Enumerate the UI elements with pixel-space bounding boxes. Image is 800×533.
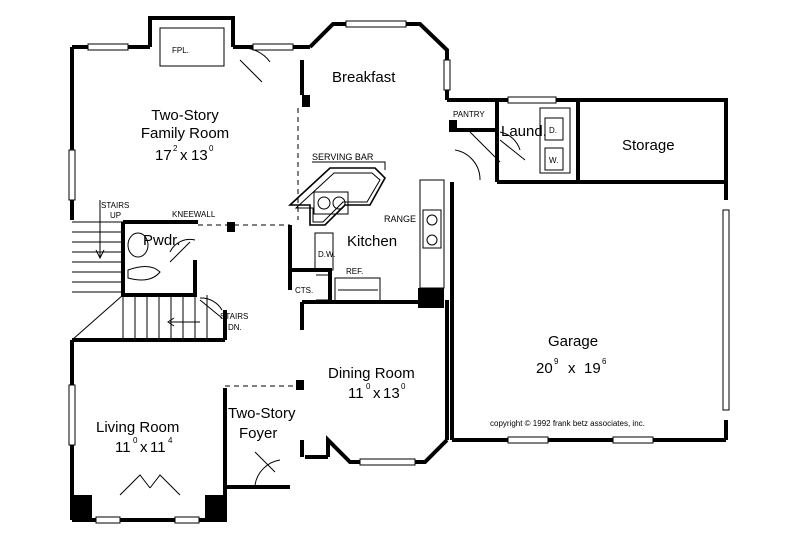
dining-room-length-sup: 0 xyxy=(401,382,406,391)
stairs xyxy=(71,200,208,341)
counters-label: CTS. xyxy=(295,286,313,295)
pantry-label: PANTRY xyxy=(453,110,485,119)
powder-fixtures xyxy=(127,232,161,281)
refrigerator-label: REF. xyxy=(346,267,363,276)
garage-width: 20 xyxy=(536,360,553,377)
columns xyxy=(72,95,457,520)
copyright-text: copyright © 1992 frank betz associates, … xyxy=(490,419,645,428)
dining-room-width-sup: 0 xyxy=(366,382,371,391)
garage-width-sup: 9 xyxy=(554,357,559,366)
doors xyxy=(119,47,526,496)
garage-length: 19 xyxy=(584,360,601,377)
breakfast-label: Breakfast xyxy=(332,69,396,86)
stairs-down-label-2: DN. xyxy=(228,323,242,332)
dishwasher-label: D.W. xyxy=(318,250,335,259)
family-room-length-sup: 0 xyxy=(209,144,214,153)
stairs-down-label-1: STAIRS xyxy=(220,312,248,321)
kitchen-label: Kitchen xyxy=(347,233,397,250)
foyer-label-2: Foyer xyxy=(239,425,277,442)
garage-x: x xyxy=(568,360,576,377)
dining-room-width: 11 xyxy=(348,385,364,402)
family-room-label-1: Two-Story xyxy=(151,107,219,124)
laundry-label: Laund. xyxy=(501,123,547,140)
stairs-up-label-2: UP xyxy=(110,211,121,220)
powder-room-label: Pwdr. xyxy=(143,232,181,249)
room-labels: FPL. Two-Story Family Room 17 2 x 13 0 B… xyxy=(96,46,675,456)
dining-room-x: x xyxy=(373,385,381,402)
range-label: RANGE xyxy=(384,214,416,224)
stairs-up-label-1: STAIRS xyxy=(101,201,129,210)
living-room-x: x xyxy=(140,439,148,456)
living-room-width-sup: 0 xyxy=(133,436,138,445)
fixture-labels: SERVING BAR RANGE D.W. REF. CTS. KNEEWAL… xyxy=(101,126,558,332)
serving-bar-label: SERVING BAR xyxy=(312,152,374,162)
kneewall-label: KNEEWALL xyxy=(172,210,216,219)
family-room-width-sup: 2 xyxy=(173,144,178,153)
living-room-label: Living Room xyxy=(96,419,179,436)
family-room-width: 17 xyxy=(155,147,172,164)
garage-label: Garage xyxy=(548,333,598,350)
living-room-length-sup: 4 xyxy=(168,436,173,445)
foyer-label-1: Two-Story xyxy=(228,405,296,422)
windows xyxy=(68,20,730,524)
family-room-x: x xyxy=(180,147,188,164)
kitchen-fixtures xyxy=(287,167,445,303)
living-room-width: 11 xyxy=(115,439,131,456)
fireplace xyxy=(159,27,225,67)
dryer-label: D. xyxy=(549,126,557,135)
family-room-length: 13 xyxy=(191,147,208,164)
dashed-boundaries xyxy=(198,108,300,387)
dining-room-length: 13 xyxy=(383,385,400,402)
living-room-length: 11 xyxy=(150,439,166,456)
washer-label: W. xyxy=(549,156,558,165)
dining-room-label: Dining Room xyxy=(328,365,415,382)
storage-label: Storage xyxy=(622,137,675,154)
family-room-label-2: Family Room xyxy=(141,125,229,142)
fireplace-label: FPL. xyxy=(172,46,189,55)
laundry-fixtures xyxy=(539,107,571,174)
garage-length-sup: 6 xyxy=(602,357,607,366)
